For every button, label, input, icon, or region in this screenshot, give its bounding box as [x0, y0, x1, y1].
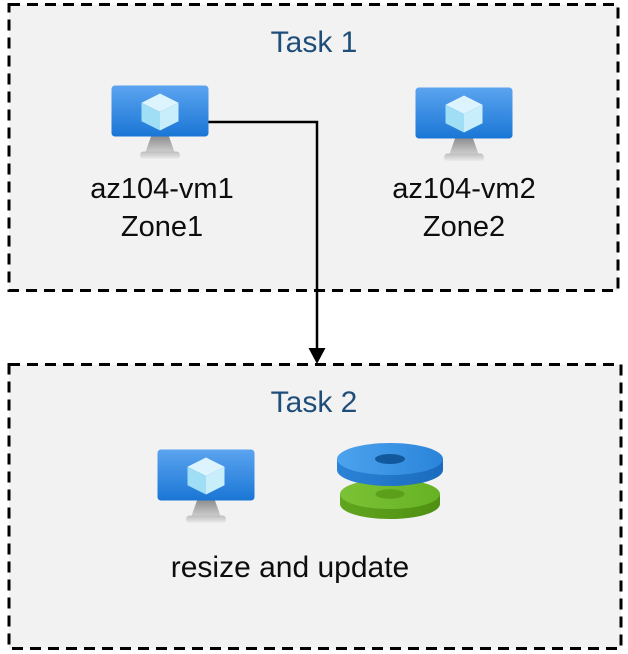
vm2-zone: Zone2 — [422, 211, 506, 243]
vm2-label: az104-vm2 Zone2 — [362, 170, 566, 246]
managed-disks-icon — [337, 443, 443, 519]
vm2-name: az104-vm2 — [392, 173, 536, 205]
vm1-name: az104-vm1 — [90, 173, 234, 205]
vm1-zone: Zone1 — [120, 211, 204, 243]
task2-title: Task 2 — [270, 386, 358, 419]
flow-arrow — [208, 120, 326, 364]
task2-box — [7, 363, 623, 650]
task2-caption: resize and update — [170, 551, 410, 584]
task1-box — [7, 3, 620, 292]
task1-title: Task 1 — [270, 26, 358, 59]
vm1-label: az104-vm1 Zone1 — [60, 170, 264, 246]
arrowhead-icon — [308, 348, 326, 364]
